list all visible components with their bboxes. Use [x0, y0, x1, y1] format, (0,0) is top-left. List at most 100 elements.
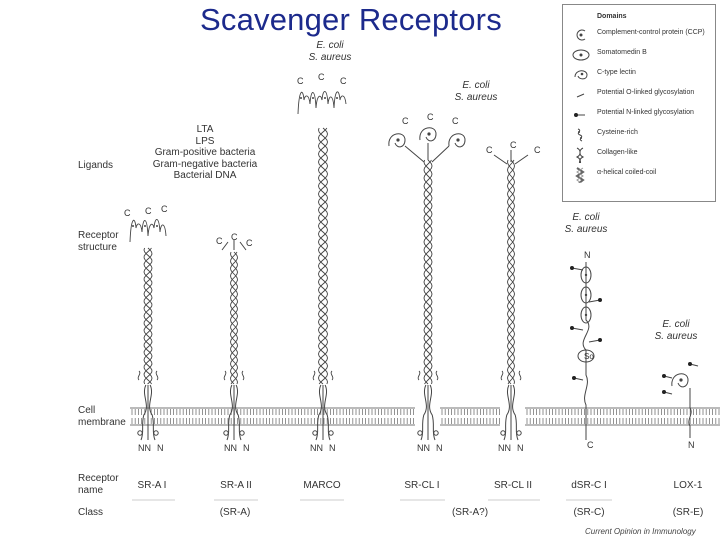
lectin-ca-site: [427, 132, 431, 136]
receptor-name: dSR-C I: [571, 480, 607, 491]
n-terminus-label: N: [329, 443, 336, 453]
cytoplasmic-knob: [516, 430, 522, 436]
ccp-icon: [576, 29, 586, 41]
class-label: (SR-A): [219, 507, 251, 518]
srcl2-collagen-stalk: [507, 159, 515, 385]
sra2-collagen-stalk: [230, 251, 238, 385]
ccp-domain: [580, 266, 592, 284]
c-terminus-label: C: [452, 116, 459, 126]
n-terminus-label: NN: [498, 443, 511, 453]
legend-item-label: Potential O-linked glycosylation: [597, 89, 695, 96]
row-label-receptor-name-line2: name: [78, 485, 104, 496]
legend-item: Potential N-linked glycosylation: [563, 107, 713, 125]
lectin-ca-site: [396, 138, 400, 142]
c-terminus-label: C: [124, 208, 131, 218]
ccp-domain: [580, 286, 592, 304]
c-terminus-label: C: [216, 236, 223, 246]
c-terminus-label: C: [231, 232, 238, 242]
c-terminus-label: C: [246, 238, 253, 248]
class-label: (SR-E): [672, 507, 704, 518]
ligand-ecoli: E. coli: [462, 80, 490, 91]
c-terminus-label: C: [297, 76, 304, 86]
legend-item-label: Potential N-linked glycosylation: [597, 109, 694, 116]
ligand-ecoli: E. coli: [662, 319, 690, 330]
c-terminus-label: C: [534, 145, 541, 155]
marco-cysteine-rich-head: [297, 91, 347, 115]
srcl1-lectin-head: [419, 127, 437, 142]
marco-collagen-stalk: [318, 127, 328, 385]
sra1-cysteine-rich-head: [129, 219, 167, 243]
c-terminus-label: C: [161, 204, 168, 214]
ligands-dsrci: E. coli S. aureus: [556, 212, 616, 235]
sra2-short-head: [221, 240, 247, 251]
srcl1-collagen-stalk: [423, 159, 433, 385]
n-terminus-label: N: [517, 443, 524, 453]
n-glyco-site: [570, 326, 574, 330]
class-label: (SR-A?): [451, 507, 489, 518]
ligand-ecoli: E. coli: [316, 40, 344, 51]
row-label-cell-membrane: Cell membrane: [78, 405, 126, 429]
n-terminus-label: N: [157, 443, 164, 453]
lox1-chain: [688, 388, 692, 438]
n-terminus-label: NN: [138, 443, 151, 453]
row-label-receptor-structure: Receptor structure: [78, 230, 119, 254]
row-label-ligands: Ligands: [78, 160, 114, 171]
legend-item-label: Cysteine-rich: [597, 129, 638, 136]
srcl1-collagen-stalk: [423, 159, 433, 385]
marco-collagen-stalk: [318, 127, 328, 385]
row-label-class: Class: [78, 507, 104, 518]
cytoplasmic-knob: [239, 430, 245, 436]
n-terminus-label: N: [688, 440, 695, 450]
cytoplasmic-loop: [223, 370, 245, 381]
cytoplasmic-knob: [153, 430, 159, 436]
cytoplasmic-knob: [433, 430, 439, 436]
coiled-coil-icon: [575, 167, 585, 183]
legend-item-label: C-type lectin: [597, 69, 636, 76]
cysteine-dot: [324, 97, 326, 99]
srcl2-collagen-stalk: [507, 159, 515, 385]
somatomedin-icon: [572, 49, 590, 61]
row-label-cell-membrane-line1: Cell: [78, 405, 96, 416]
legend-item: Potential O-linked glycosylation: [563, 87, 713, 105]
sra1-collagen-stalk: [143, 247, 153, 385]
c-terminus-label: C: [587, 440, 594, 450]
ligand-lps: LPS: [195, 135, 215, 147]
receptor-heads: [129, 91, 692, 440]
cell-membrane-bilayer: [130, 407, 720, 426]
ligand-gram-positive: Gram-positive bacteria: [154, 147, 256, 158]
cysteine-dot: [156, 225, 158, 227]
n-terminus-label: NN: [310, 443, 323, 453]
ligand-bacterial-dna: Bacterial DNA: [173, 170, 237, 181]
cytoplasmic-knob: [500, 430, 506, 436]
lox1-lectin-head: [671, 373, 689, 388]
ligands-sra: LTA LPS Gram-positive bacteria Gram-nega…: [150, 124, 260, 182]
sra2-collagen-stalk: [230, 251, 238, 385]
ligands-marco: E. coli S. aureus: [300, 40, 360, 63]
legend-item-label: α-helical coiled-coil: [597, 169, 657, 176]
legend-item: Cysteine-rich: [563, 127, 713, 145]
legend-heading: Domains: [597, 13, 627, 20]
receptor-name: SR-CL II: [494, 480, 532, 491]
n-glyco-site: [662, 374, 666, 378]
ligand-saureus: S. aureus: [654, 330, 698, 342]
ligand-saureus: S. aureus: [454, 91, 498, 103]
n-glyco-site: [570, 266, 574, 270]
ccp-dot: [584, 293, 588, 297]
c-terminus-label: C: [145, 206, 152, 216]
legend-item: Somatomedin B: [563, 47, 713, 65]
srcl1-lectin-head: [388, 133, 406, 148]
srcl1-collagen-stalk: [423, 159, 433, 385]
slide-title: Scavenger Receptors: [200, 2, 502, 37]
row-label-receptor-structure-line1: Receptor: [78, 230, 119, 241]
ligand-saureus: S. aureus: [564, 223, 608, 235]
lectin-icon: [574, 70, 588, 80]
cytoplasmic-loop: [312, 370, 334, 381]
cytoplasmic-knob: [417, 430, 423, 436]
ligand-lta: LTA: [196, 124, 214, 135]
receptor-decorations: [132, 266, 699, 501]
row-label-receptor-name: Receptor name: [78, 473, 119, 497]
legend-item-label: Somatomedin B: [597, 49, 647, 56]
row-label-receptor-structure-line2: structure: [78, 242, 117, 253]
sra1-collagen-stalk: [143, 247, 153, 385]
